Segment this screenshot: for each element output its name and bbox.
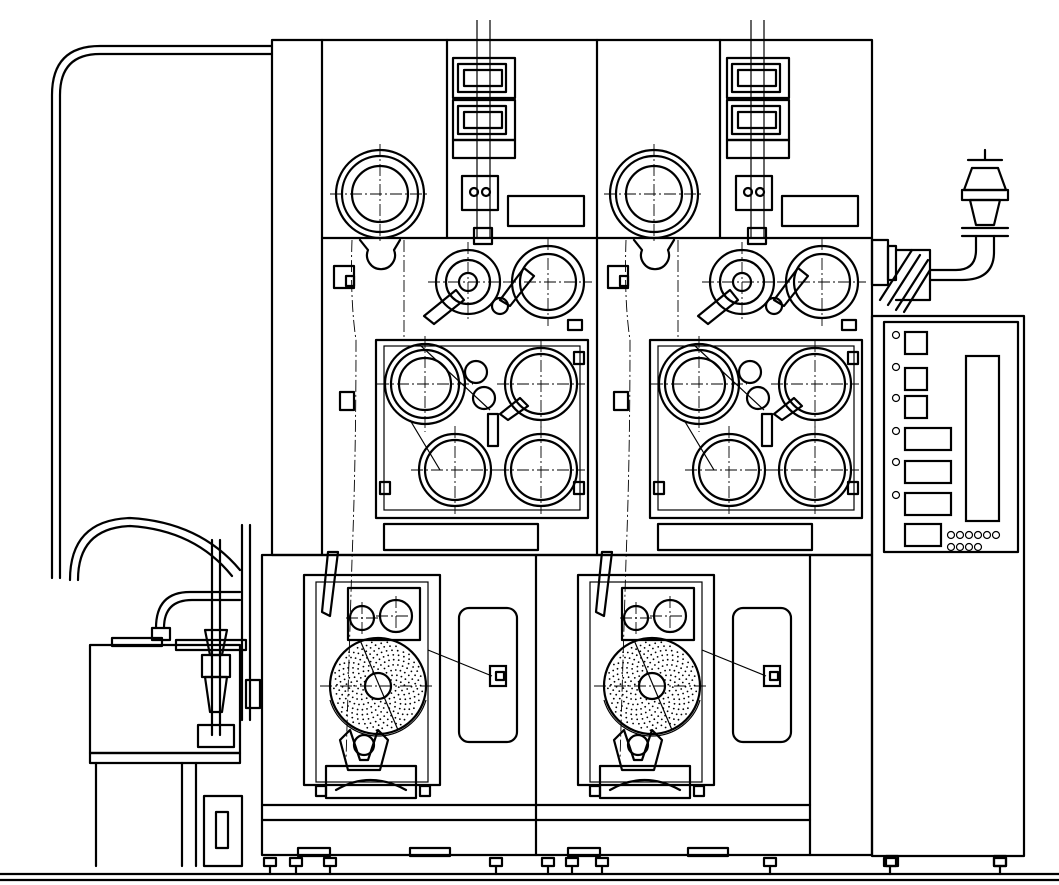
inspection-door: [701, 606, 793, 744]
guide-column: [451, 20, 586, 246]
roll-cassette: [374, 336, 590, 552]
grinding-wheel-icon: [588, 636, 708, 800]
roll-icon: [604, 144, 704, 271]
guide-column: [725, 20, 860, 246]
roll-cassette: [648, 336, 864, 552]
roll-icon: [422, 238, 592, 326]
stand-2: [576, 20, 866, 800]
roll-icon: [696, 238, 866, 326]
motor-icon: [870, 238, 932, 314]
inspection-door: [427, 606, 519, 744]
machine-feet: [262, 856, 1008, 876]
lower-housing: [260, 553, 874, 858]
control-panel-icon: [870, 314, 1026, 868]
stand-1: [302, 20, 592, 800]
drive-stand: [576, 550, 716, 787]
valve-icon: [928, 148, 1010, 282]
roll-icon: [330, 144, 430, 271]
floor-line: [0, 872, 1059, 882]
oil-tank-icon: [88, 523, 262, 868]
grinding-wheel-icon: [314, 636, 434, 800]
drive-stand: [302, 550, 442, 787]
overhead-pipe: [50, 44, 274, 582]
